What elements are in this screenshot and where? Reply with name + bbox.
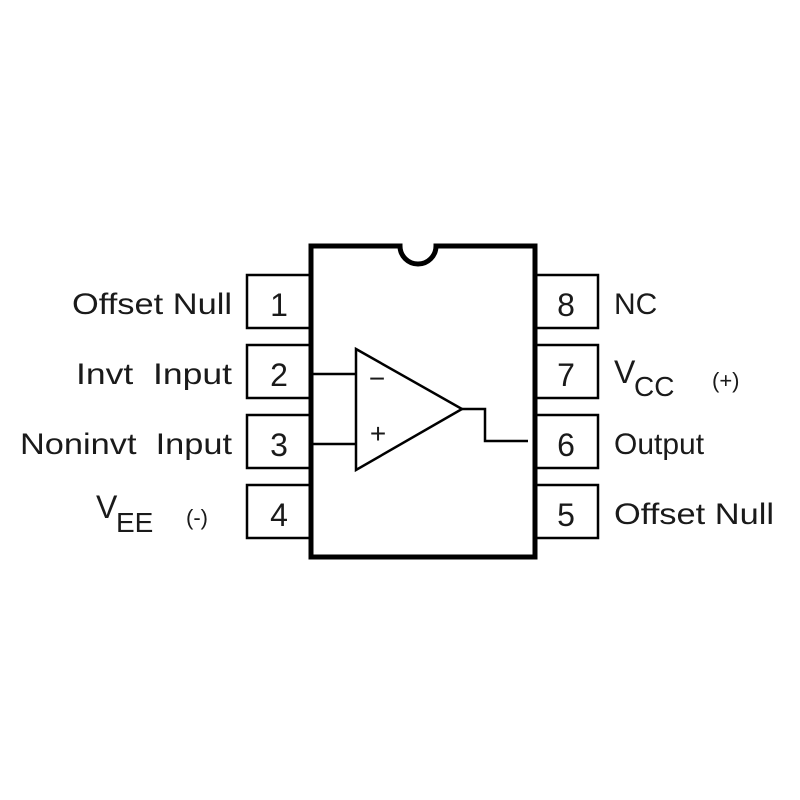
noninverting-symbol: + [370,418,386,449]
pin-number-4: 4 [270,497,288,533]
inverting-symbol: − [369,363,385,394]
pin-4-label: V EE (-) [96,489,208,538]
pin-6-label: Output [614,428,705,461]
output-wire [462,407,528,443]
pin-7-box [533,343,600,400]
pin-4-box [245,483,313,540]
pin-number-3: 3 [270,427,288,463]
pin-8-label: NC [614,288,657,321]
left-pins [245,273,313,540]
pin-7-label: V CC (+) [614,354,740,402]
pin-1-label: Offset Null [72,288,232,321]
pin-2-box [245,343,313,400]
vee-main: V [96,489,118,525]
vcc-main: V [614,354,636,390]
opamp-triangle [354,346,465,473]
pin-number-8: 8 [557,287,575,323]
pin-number-2: 2 [270,357,288,393]
pin-6-box [533,413,600,470]
pin-number-6: 6 [557,427,575,463]
pin-3-label: Noninvt Input [20,428,233,461]
pin-number-1: 1 [270,287,288,323]
pin-2-label: Invt Input [76,358,233,391]
right-pins [533,273,600,540]
vcc-polarity: (+) [712,368,740,393]
vee-polarity: (-) [186,505,208,530]
opamp-symbol: − + [313,346,528,473]
vcc-subscript: CC [634,371,674,402]
pin-5-label: Offset Null [614,498,774,531]
pin-5-box [533,483,600,540]
pin-number-5: 5 [557,497,575,533]
pin-number-7: 7 [557,357,575,393]
vee-subscript: EE [116,507,153,538]
